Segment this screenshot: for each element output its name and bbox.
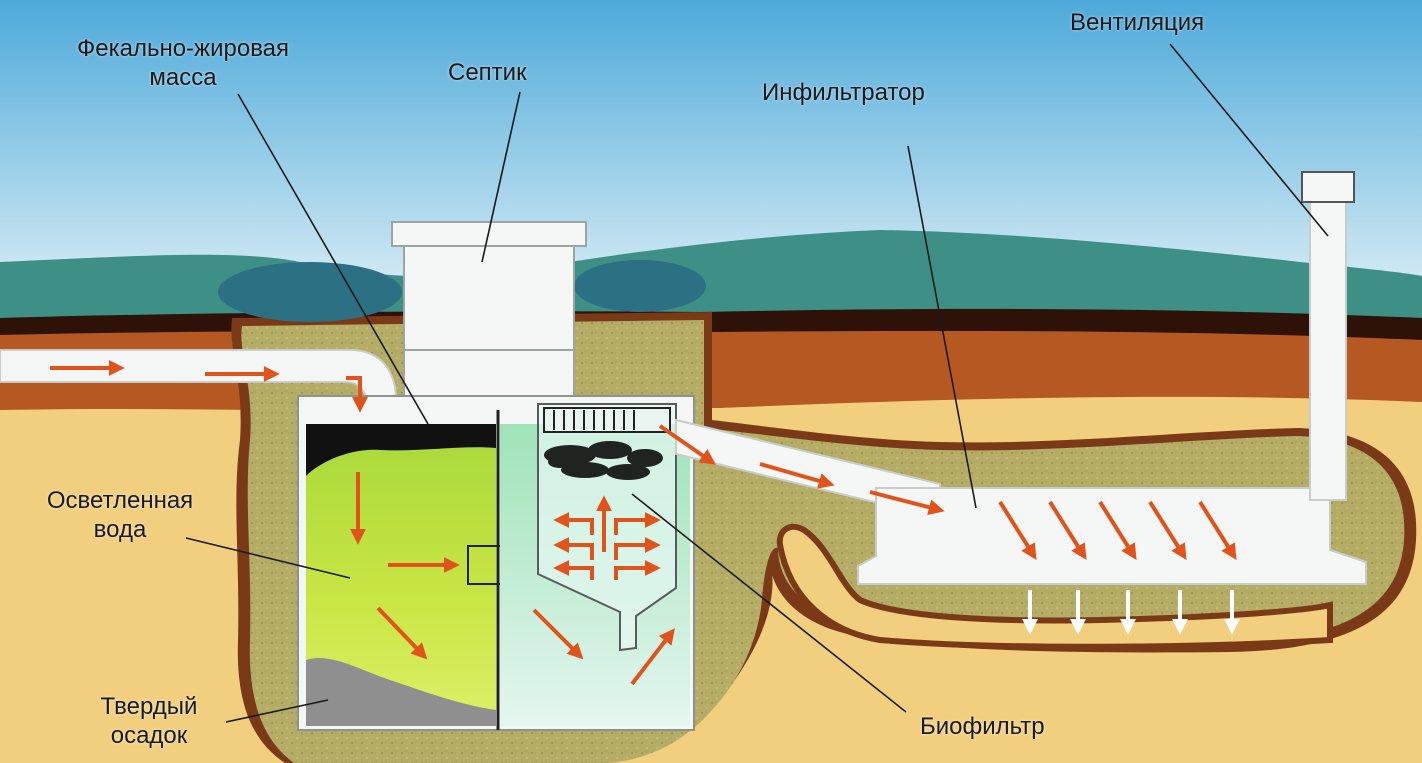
leader-infiltrator (907, 145, 977, 509)
label-fat-mass-line2: масса (149, 64, 217, 91)
leader-septic (481, 91, 521, 263)
label-ventilation: Вентиляция (1070, 9, 1205, 36)
leader-lines (185, 43, 1329, 723)
leader-biofilter (631, 493, 907, 713)
flow-arrow (1198, 500, 1237, 561)
label-septic: Септик (448, 59, 527, 86)
label-solid-sediment: Твердый осадок (64, 692, 234, 750)
leader-sediment (225, 699, 329, 723)
label-clarified-line1: Осветленная (46, 487, 194, 514)
flow-arrow (1098, 500, 1137, 561)
flow-arrow (614, 560, 661, 580)
label-sediment-line2: осадок (110, 722, 188, 749)
soil-mound-right (574, 260, 706, 312)
flow-arrow (614, 537, 661, 560)
label-clarified-line2: вода (93, 516, 147, 543)
leader-clarified (185, 537, 351, 579)
flow-arrow (553, 560, 594, 580)
flow-arrow (630, 628, 675, 686)
flow-arrow (1148, 500, 1187, 561)
flow-arrow (553, 512, 594, 535)
flow-arrow (759, 462, 835, 489)
infiltrator (857, 487, 1367, 585)
drain-arrows (1022, 590, 1240, 635)
flow-arrow (614, 512, 661, 535)
flow-arrow (658, 424, 716, 465)
biofilter-grating (543, 407, 671, 433)
bio-media (544, 441, 663, 480)
vent-cap (1301, 171, 1355, 203)
sand-pocket (776, 523, 1333, 650)
flow-arrow (376, 606, 428, 660)
label-biofilter: Биофильтр (920, 713, 1045, 740)
sludge-layer (306, 658, 496, 726)
label-fat-mass-line1: Фекально-жировая (76, 35, 290, 62)
label-sediment-line1: Твердый (100, 693, 198, 720)
leader-ventilation (1169, 43, 1329, 237)
scum-layer (306, 424, 496, 476)
flow-arrow (998, 500, 1037, 561)
vent-pipe (1309, 199, 1347, 501)
flow-arrow (532, 608, 584, 660)
flow-arrow (869, 490, 945, 515)
flow-arrow (553, 537, 594, 560)
label-fat-mass: Фекально-жировая масса (22, 34, 344, 92)
septic-riser (403, 245, 575, 397)
flow-arrow (1048, 500, 1087, 561)
leader-fat-mass (237, 93, 429, 425)
label-clarified-water: Осветленная вода (10, 486, 230, 544)
soil-mound-left (218, 262, 402, 322)
label-infiltrator: Инфильтратор (762, 79, 925, 106)
flow-arrow (346, 376, 368, 413)
flow-arrows (50, 360, 1237, 686)
